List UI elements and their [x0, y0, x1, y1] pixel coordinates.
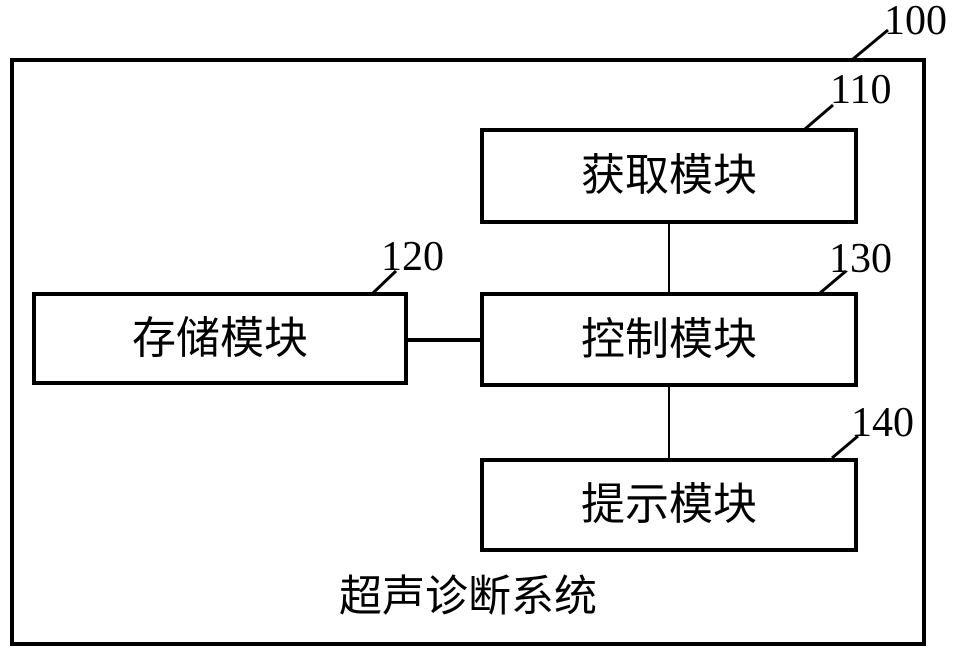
module-box-control: 控制模块	[480, 292, 858, 387]
module-label-prompt: 提示模块	[581, 480, 757, 529]
ref-label-120: 120	[381, 234, 444, 280]
module-label-acquisition: 获取模块	[581, 151, 757, 200]
ref-label-100: 100	[884, 0, 947, 44]
system-title: 超声诊断系统	[339, 574, 597, 621]
ref-label-110: 110	[830, 67, 892, 113]
leader-line-100	[852, 28, 889, 61]
system-boundary-box	[10, 58, 926, 646]
module-box-acquisition: 获取模块	[480, 128, 858, 224]
module-box-storage: 存储模块	[32, 292, 408, 385]
ref-label-130: 130	[829, 236, 892, 282]
module-label-control: 控制模块	[581, 314, 757, 364]
module-box-prompt: 提示模块	[480, 458, 858, 552]
module-label-storage: 存储模块	[132, 313, 308, 363]
ref-label-140: 140	[851, 400, 914, 446]
